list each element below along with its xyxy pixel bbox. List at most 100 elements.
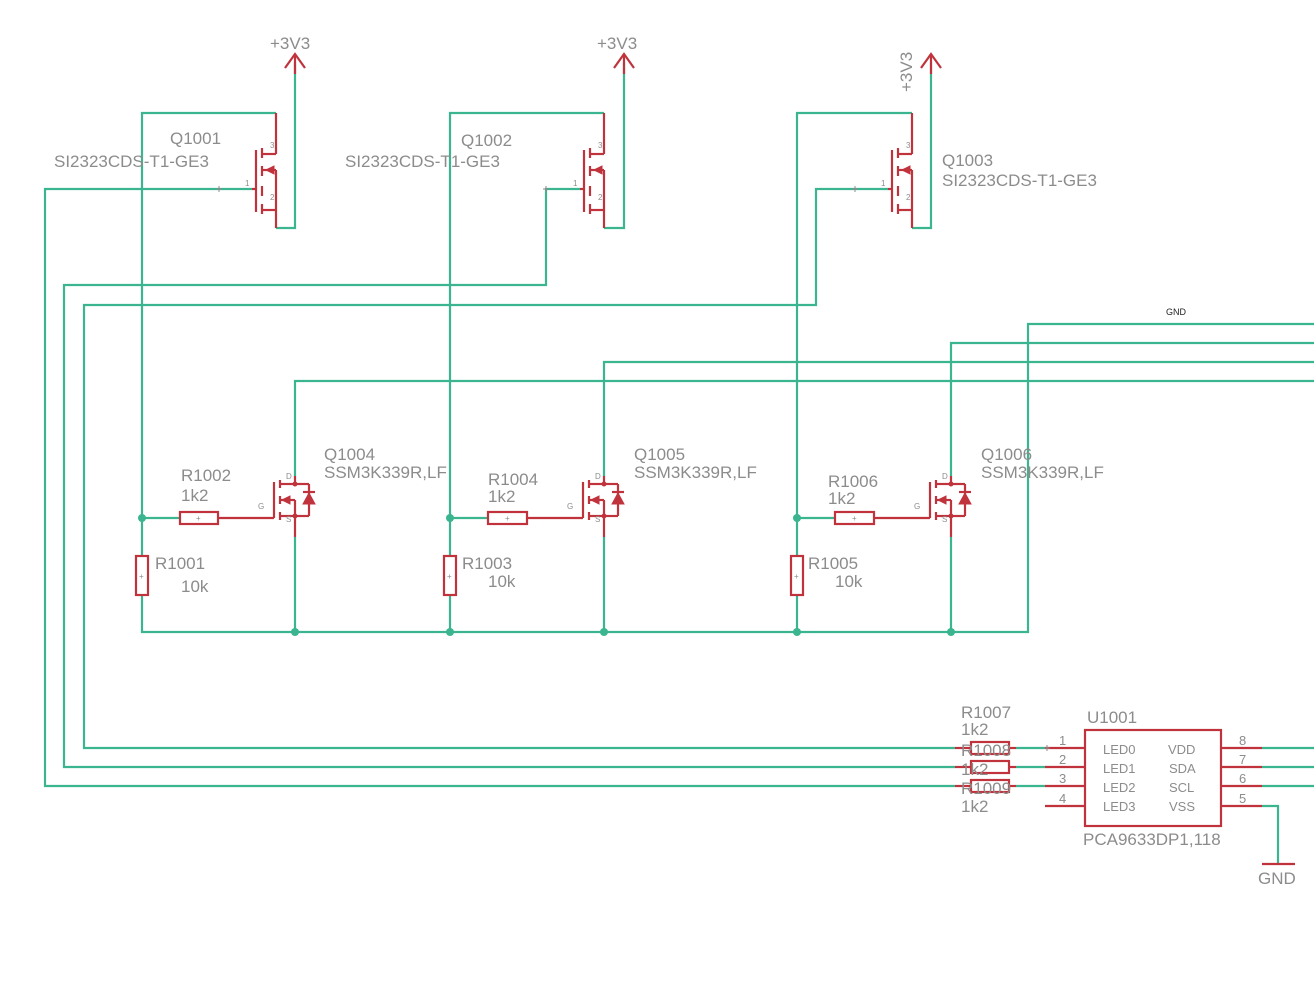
- pin-number: 3: [1059, 771, 1066, 786]
- part-value: SSM3K339R,LF: [324, 463, 447, 482]
- part-ref: Q1006: [981, 445, 1032, 464]
- part-ref: Q1004: [324, 445, 375, 464]
- pin-number: 2: [1059, 752, 1066, 767]
- pin-label: S: [286, 515, 291, 524]
- part-value: 1k2: [961, 797, 988, 816]
- junction: [446, 628, 454, 636]
- part-value: SI2323CDS-T1-GE3: [345, 152, 500, 171]
- svg-text:+: +: [139, 572, 144, 581]
- wire-q1001-drain: [140, 111, 276, 518]
- resistor-r1002[interactable]: + R1002 1k2: [178, 466, 231, 526]
- junction: [793, 628, 801, 636]
- svg-text:+: +: [447, 572, 452, 581]
- wire-vss: [1262, 804, 1280, 864]
- wire-q1001-supply: [276, 62, 297, 230]
- wire-q1003-supply: [912, 62, 933, 230]
- part-ref: R1002: [181, 466, 231, 485]
- pmos-q1002[interactable]: 1 3 2 Q1002 SI2323CDS-T1-GE3: [345, 113, 606, 228]
- origin-marks: [216, 186, 1050, 751]
- pin-label: G: [567, 502, 573, 511]
- part-value: 10k: [181, 577, 209, 596]
- part-ref: R1006: [828, 472, 878, 491]
- pmos-q1003[interactable]: 1 3 2 Q1003 SI2323CDS-T1-GE3: [881, 113, 1097, 228]
- svg-text:+: +: [196, 514, 201, 523]
- part-value: SI2323CDS-T1-GE3: [54, 152, 209, 171]
- wire-q1004-drain: [293, 379, 1314, 476]
- pin-name: LED2: [1103, 780, 1136, 795]
- pin-label: G: [258, 502, 264, 511]
- resistor-r1001[interactable]: + R1001 10k: [134, 554, 209, 597]
- pin-label: G: [914, 502, 920, 511]
- nmos-q1004[interactable]: D G S Q1004 SSM3K339R,LF: [218, 445, 447, 537]
- part-ref: U1001: [1087, 708, 1137, 727]
- resistor-r1004[interactable]: + R1004 1k2: [486, 470, 538, 526]
- wires: [43, 62, 1314, 864]
- supply-label: +3V3: [597, 34, 637, 53]
- pin-number: 2: [598, 193, 603, 202]
- resistor-r1005[interactable]: + R1005 10k: [789, 554, 863, 597]
- wire-q1003-drain: [795, 111, 912, 518]
- part-ref: R1008: [961, 741, 1011, 760]
- junction: [793, 514, 801, 522]
- pin-number: 1: [881, 179, 886, 188]
- part-ref: Q1002: [461, 131, 512, 150]
- pin-number: 6: [1239, 771, 1246, 786]
- part-ref: Q1001: [170, 129, 221, 148]
- pin-label: D: [942, 472, 948, 481]
- nmos-q1005[interactable]: D G S Q1005 SSM3K339R,LF: [527, 445, 757, 537]
- junction: [138, 514, 146, 522]
- part-value: 1k2: [488, 487, 515, 506]
- junction: [600, 628, 608, 636]
- pin-number: 1: [1059, 733, 1066, 748]
- pin-name: LED0: [1103, 742, 1136, 757]
- part-ref: R1003: [462, 554, 512, 573]
- pmos-q1001[interactable]: 1 3 2 Q1001 SI2323CDS-T1-GE3: [54, 113, 278, 228]
- resistor-r1006[interactable]: + R1006 1k2: [828, 472, 878, 526]
- junction: [446, 514, 454, 522]
- junction: [947, 628, 955, 636]
- part-ref: R1005: [808, 554, 858, 573]
- wire-q1006-drain: [949, 341, 1314, 476]
- pin-number: 1: [245, 179, 250, 188]
- resistor-r1007[interactable]: R1007 1k2: [955, 703, 1016, 756]
- part-ref: Q1005: [634, 445, 685, 464]
- gnd-net-label: GND: [1166, 307, 1187, 317]
- ground-symbol: GND: [1258, 862, 1296, 888]
- pin-name: SCL: [1169, 780, 1194, 795]
- resistor-r1003[interactable]: + R1003 10k: [442, 554, 516, 597]
- part-value: 1k2: [961, 760, 988, 779]
- part-ref: R1009: [961, 779, 1011, 798]
- pin-number: 5: [1239, 791, 1246, 806]
- supply-symbol-3: +3V3: [897, 52, 942, 92]
- pin-name: VSS: [1169, 799, 1195, 814]
- part-value: 1k2: [181, 486, 208, 505]
- part-value: 10k: [488, 572, 516, 591]
- supply-label: +3V3: [897, 52, 916, 92]
- ic-u1001[interactable]: 1 2 3 4 LED0 LED1 LED2 LED3 8 7 6 5 VDD …: [1045, 708, 1262, 849]
- pin-number: 7: [1239, 752, 1246, 767]
- wire-q1003-gate: [82, 187, 955, 750]
- wire-gnd-bus: [140, 322, 1314, 634]
- pin-name: LED1: [1103, 761, 1136, 776]
- wire-q1002-supply: [604, 62, 626, 230]
- part-ref: R1004: [488, 470, 538, 489]
- part-value: SSM3K339R,LF: [634, 463, 757, 482]
- part-value: 1k2: [828, 489, 855, 508]
- part-value: PCA9633DP1,118: [1083, 830, 1221, 849]
- pin-name: SDA: [1169, 761, 1196, 776]
- pin-label: D: [595, 472, 601, 481]
- pin-label: D: [286, 472, 292, 481]
- pin-number: 2: [270, 193, 275, 202]
- resistor-r1009[interactable]: R1009 1k2: [955, 778, 1016, 816]
- part-value: SI2323CDS-T1-GE3: [942, 171, 1097, 190]
- part-value: 10k: [835, 572, 863, 591]
- pin-number: 3: [598, 141, 603, 150]
- wire-q1001-gate: [43, 187, 955, 788]
- part-ref: Q1003: [942, 151, 993, 170]
- pin-name: LED3: [1103, 799, 1136, 814]
- nmos-q1006[interactable]: D G S Q1006 SSM3K339R,LF: [874, 445, 1104, 537]
- supply-symbol-2: +3V3: [597, 34, 637, 74]
- supply-symbol-1: +3V3: [270, 34, 310, 74]
- junctions: [138, 514, 955, 636]
- resistor-r1008[interactable]: R1008 1k2: [955, 741, 1016, 779]
